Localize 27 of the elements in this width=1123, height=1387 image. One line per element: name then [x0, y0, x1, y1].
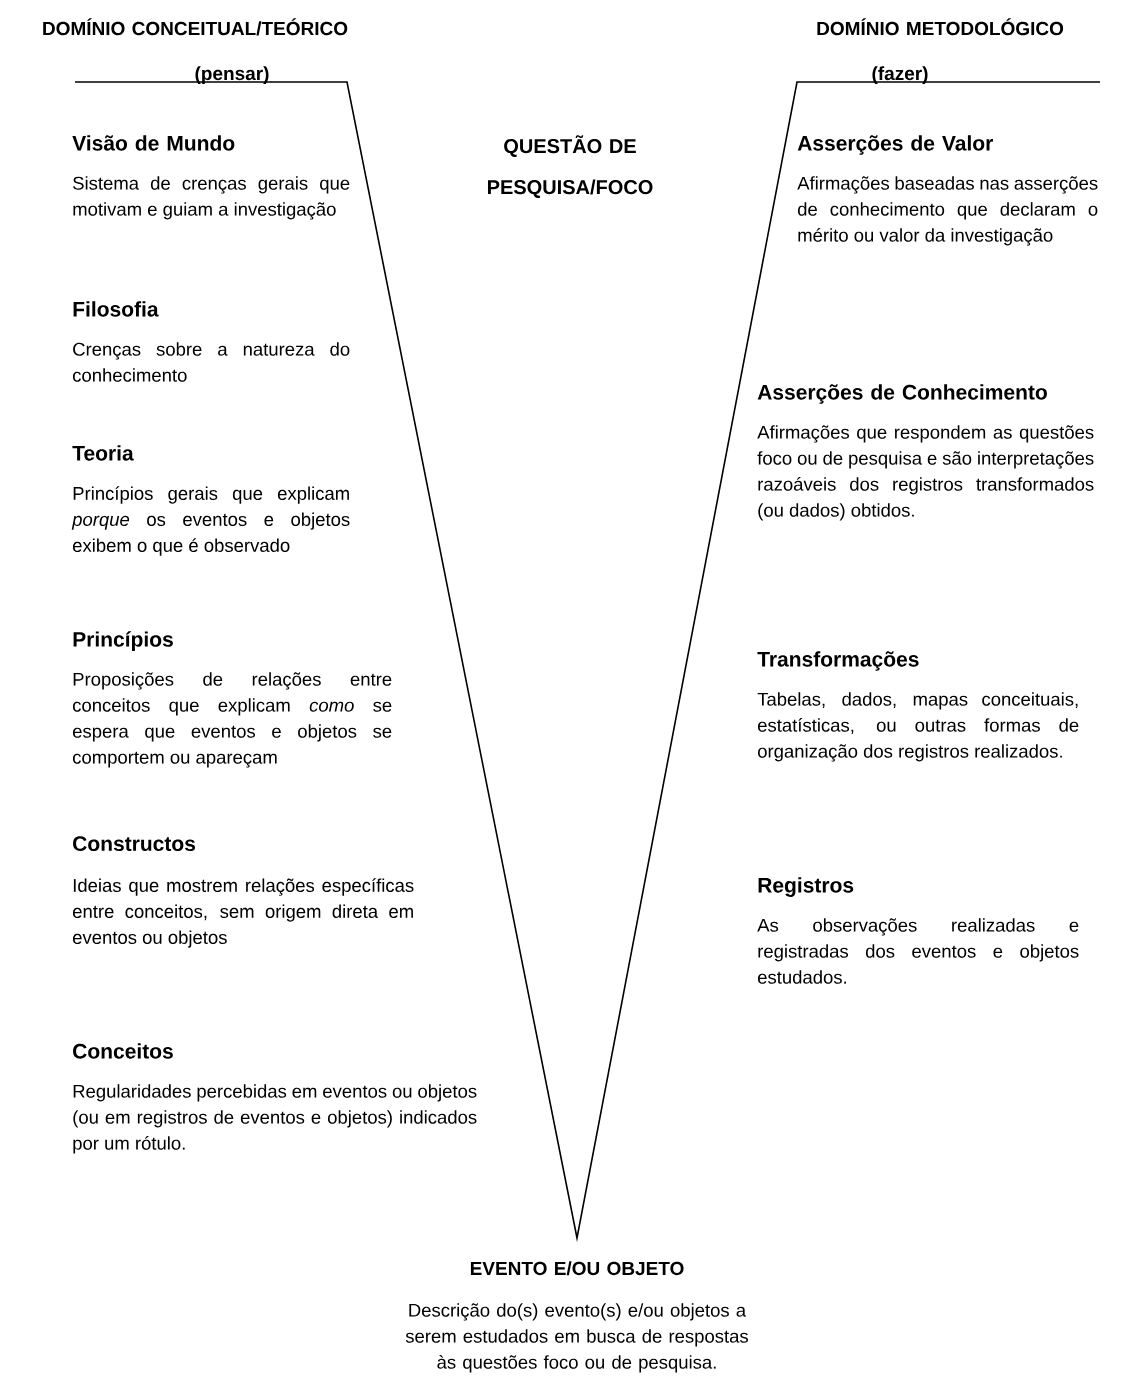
domain-title: DOMÍNIO CONCEITUAL/TEÓRICO [43, 18, 348, 36]
domain-title: EVENTO E/OU OBJETO [470, 1261, 684, 1276]
domain-title: DOMÍNIO METODOLÓGICO [817, 18, 1064, 36]
section-heading: Asserções de Conhecimento [757, 384, 1047, 404]
section-heading: Teoria [72, 445, 134, 461]
domain-subtitle: (fazer) [872, 66, 928, 84]
description-text: Sistema de crenças gerais que motivam e guiam a investigação [73, 176, 350, 220]
description-text: Afirmações que respondem as questões foco ou de pesquisa e são interpretações razoáveis dos registros transformados (ou dados) obtidos. [757, 425, 1094, 521]
section-heading: Asserções de Valor [797, 135, 993, 155]
description-text: Proposições de relações entre conceitos que explicam como se espera que eventos e objetos se comportem ou apareçam [73, 672, 392, 768]
description-text: Princípios gerais que explicam porque os eventos e objetos exibem o que é observado [71, 486, 350, 556]
description-text: Ideias que mostrem relações específicas entre conceitos, sem origem direta em eventos ou objetos [73, 878, 414, 948]
focus-question: QUESTÃO DE PESQUISA/FOCO [488, 135, 653, 198]
section-heading: Visão de Mundo [72, 135, 235, 151]
description-text: Descrição do(s) evento(s) e/ou objetos a serem estudados em busca de respostas às questões foco ou de pesquisa. [405, 1303, 748, 1373]
section-heading: Constructos [73, 836, 195, 852]
section-heading: Registros [758, 877, 854, 897]
description-text: Afirmações baseadas nas asserções de conhecimento que declaram o mérito ou valor da investigação [797, 176, 1098, 246]
domain-subtitle: (pensar) [195, 66, 269, 84]
description-text: Regularidades percebidas em eventos ou objetos (ou em registros de eventos e objetos) indicados por um rótulo. [73, 1084, 477, 1154]
description-text: As observações realizadas e registradas dos eventos e objetos estudados. [757, 918, 1079, 984]
section-heading: Princípios [73, 631, 173, 651]
description-text: Tabelas, dados, mapas conceituais, estatísticas, ou outras formas de organização dos registros realizados. [757, 692, 1079, 762]
section-heading: Filosofia [73, 301, 159, 317]
section-heading: Transformações [757, 651, 919, 671]
section-heading: Conceitos [73, 1043, 173, 1059]
description-text: Crenças sobre a natureza do conhecimento [73, 342, 350, 382]
